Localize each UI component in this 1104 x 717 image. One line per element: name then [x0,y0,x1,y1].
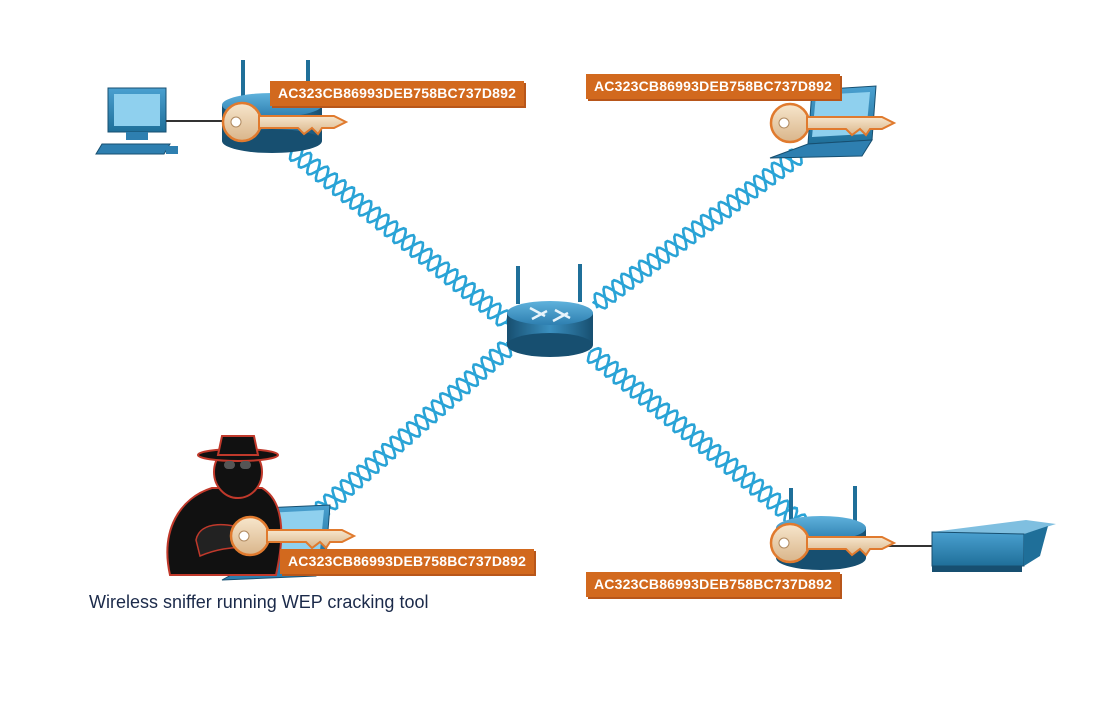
wep-keys [221,101,897,564]
wireless-link-bottom-right [586,346,807,531]
key-label-top-left: AC323CB86993DEB758BC737D892 [270,81,525,106]
wireless-router-icon [507,264,593,357]
diagram-caption: Wireless sniffer running WEP cracking to… [89,592,429,612]
wireless-links [288,144,807,531]
key-icon [221,101,349,143]
wireless-link-top-right [591,148,803,310]
hacker-icon [166,435,283,576]
desktop-computer-icon [95,87,230,155]
key-icon [769,522,897,564]
key-icon [769,102,897,144]
key-icon [229,515,357,557]
wireless-link-top-left [288,144,511,327]
key-label-bottom-right: AC323CB86993DEB758BC737D892 [586,572,841,597]
printer-icon [931,520,1056,572]
wireless-link-bottom-left [306,341,514,525]
key-label-bottom-left: AC323CB86993DEB758BC737D892 [280,549,535,574]
key-label-top-right: AC323CB86993DEB758BC737D892 [586,74,841,99]
